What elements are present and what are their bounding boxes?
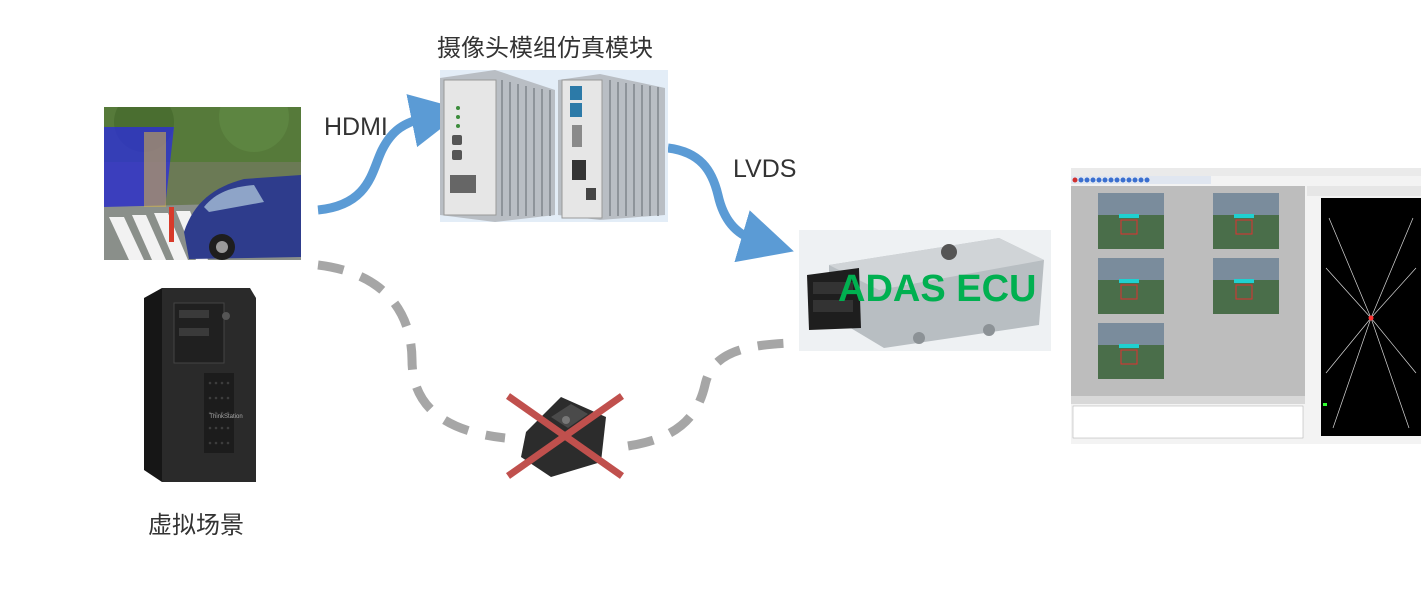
radar-plot — [1325, 217, 1417, 429]
camera-module-image — [440, 70, 668, 222]
workstation-image: ThinkStation — [144, 288, 258, 482]
camera-views — [1098, 193, 1279, 379]
dashed-line-right — [627, 338, 791, 451]
lvds-arrow — [667, 143, 794, 263]
monitoring-software-screenshot — [1071, 158, 1421, 444]
workstation-brand: ThinkStation — [209, 414, 242, 420]
hdmi-label: HDMI — [324, 113, 388, 141]
virtual-scene-label: 虚拟场景 — [148, 511, 244, 539]
physical-camera-image — [506, 392, 624, 480]
virtual-scene-image — [104, 107, 301, 260]
hdmi-arrow — [317, 94, 465, 215]
camera-module-label: 摄像头模组仿真模块 — [437, 34, 653, 62]
dashed-line-left — [317, 260, 506, 443]
lvds-label: LVDS — [733, 155, 797, 183]
adas-ecu-label: ADAS ECU — [838, 268, 1037, 310]
adas-ecu-image — [799, 230, 1051, 351]
